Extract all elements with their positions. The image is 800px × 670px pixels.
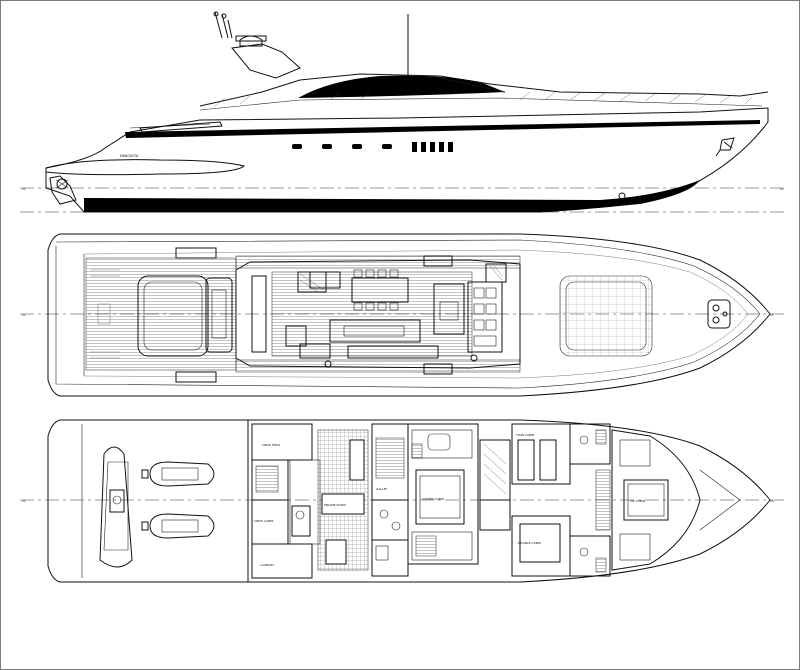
rail-stanchions [214, 91, 753, 107]
centerline-mark-profile: CL [22, 187, 26, 191]
crew-area: CREW MESS CREW CABIN LAUNDRY [251, 423, 321, 579]
centerline-mark-profile-right: CL [780, 187, 784, 191]
svg-text:CREW CABIN: CREW CABIN [254, 519, 273, 523]
laundry [251, 543, 313, 579]
radar-arch [213, 11, 301, 79]
main-deck-plan: CL CL [20, 233, 785, 397]
hull-bottom-stripe [84, 180, 700, 212]
centerline-mark-right-lower: CL [770, 499, 774, 503]
stair-lobby [479, 439, 511, 531]
tender-boat [99, 446, 133, 568]
saloon [235, 259, 521, 369]
tender-on-platform [45, 159, 245, 176]
windscreen-band [298, 75, 505, 98]
hull-outline-plan-main [47, 233, 771, 397]
bow-thruster-icon [618, 192, 626, 200]
vip-cabin: VIP CABIN [595, 429, 701, 571]
anchor-windlass [707, 299, 731, 329]
lower-deck-plan: CL CL CREW MESS CREW CABIN [20, 419, 785, 583]
svg-text:VIP CABIN: VIP CABIN [630, 499, 645, 503]
spiral-stair [485, 263, 507, 283]
hull-portholes [292, 142, 453, 152]
helm-station [467, 281, 503, 353]
svg-text:LAUNDRY: LAUNDRY [260, 563, 274, 567]
profile-view: MANGUSTA CL [20, 11, 785, 213]
sunpad [137, 275, 209, 357]
svg-text:ENGINE ROOM: ENGINE ROOM [324, 503, 346, 507]
brand-label: MANGUSTA [120, 154, 139, 158]
anchor-icon [715, 137, 735, 157]
crew-mess [251, 423, 313, 461]
svg-text:CREW MESS: CREW MESS [262, 443, 280, 447]
propeller-rudder [49, 175, 77, 205]
centerline-mark-right-main: CL [770, 313, 774, 317]
forepeak [699, 469, 741, 531]
svg-text:OWNER CABIN: OWNER CABIN [422, 497, 444, 501]
aft-deck-teak [85, 257, 237, 371]
centerline-mark-left-main: CL [22, 313, 26, 317]
saloon-sofa [329, 319, 421, 343]
svg-text:TWIN CABIN: TWIN CABIN [515, 433, 534, 437]
svg-text:DOUBLE CABIN: DOUBLE CABIN [518, 541, 541, 545]
hull-outline-plan-lower [47, 419, 771, 583]
tender-garage [99, 446, 133, 568]
guest-cabin-starboard: DOUBLE CABIN [511, 515, 611, 577]
foredeck-sunpad [559, 275, 653, 357]
guest-cabin-port: TWIN CABIN [511, 423, 611, 485]
jet-skis [141, 461, 215, 539]
dining-chairs [353, 269, 399, 311]
svg-text:GALLEY: GALLEY [376, 487, 388, 491]
vip-bed [623, 479, 669, 521]
stern-steps [90, 269, 120, 359]
owner-bed [415, 469, 465, 525]
centerline-mark-left-lower: CL [22, 499, 26, 503]
sheer-stripe [125, 120, 760, 138]
dining-table [351, 277, 409, 303]
galley: GALLEY [371, 423, 409, 577]
owner-cabin: OWNER CABIN [407, 423, 479, 565]
